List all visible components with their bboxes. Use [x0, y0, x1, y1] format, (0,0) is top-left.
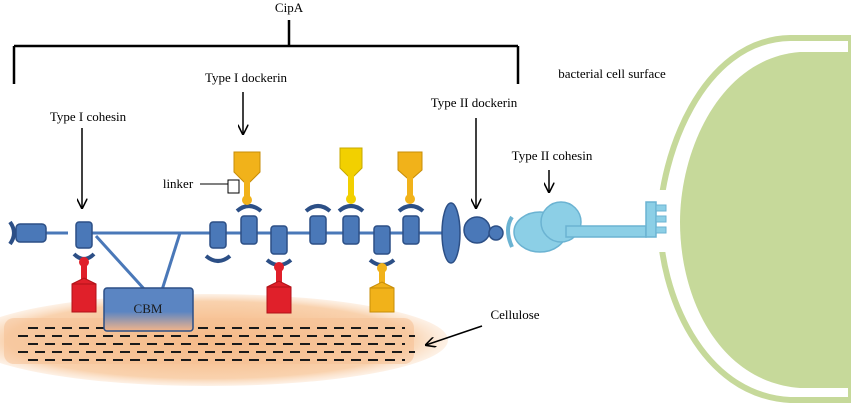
linker-label: linker — [163, 176, 194, 191]
yellow-enzyme-3 — [397, 151, 423, 204]
orange-enzyme-bottom — [369, 263, 395, 313]
type2-dockerin-module — [441, 202, 504, 264]
n-terminal-module — [8, 220, 47, 246]
cellulose-label: Cellulose — [490, 307, 539, 322]
type1-dockerin-label: Type I dockerin — [205, 70, 288, 85]
red-enzyme-2 — [266, 262, 292, 314]
linker-callout — [200, 179, 240, 194]
yellow-enzyme-2 — [339, 147, 363, 204]
cell-surface-label: bacterial cell surface — [558, 66, 666, 81]
cellulose-chains — [18, 327, 415, 361]
cipa-label: CipA — [275, 0, 304, 15]
type1-cohesin-label: Type I cohesin — [50, 109, 127, 124]
annotation-arrows — [82, 92, 549, 345]
red-enzyme-1 — [71, 257, 97, 313]
type2-dockerin-label: Type II dockerin — [431, 95, 518, 110]
cipa-bracket — [12, 20, 520, 84]
type2-cohesin-anchor — [506, 201, 667, 253]
arrow-cellulose — [426, 325, 483, 345]
yellow-enzyme-1 — [233, 151, 261, 205]
cbm-module: CBM — [103, 287, 194, 332]
cbm-label: CBM — [134, 301, 163, 316]
type2-cohesin-label: Type II cohesin — [512, 148, 593, 163]
bacterial-cell — [655, 35, 851, 403]
cell-body — [680, 52, 851, 388]
type1-cohesin-modules — [75, 215, 420, 255]
